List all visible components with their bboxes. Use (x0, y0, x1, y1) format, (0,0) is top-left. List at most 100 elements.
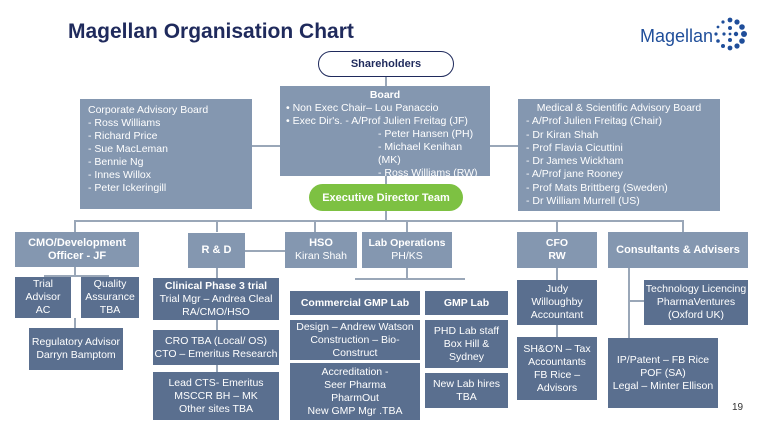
pof-line: POF (SA) (640, 366, 686, 379)
construction-line-2: Construct (332, 346, 378, 359)
lab-ops-title: Lab Operations (368, 237, 446, 249)
medical-board-member: - Dr Kiran Shah (526, 128, 599, 141)
corporate-board-title: Corporate Advisory Board (88, 104, 209, 116)
accountant-first: Judy (545, 283, 569, 295)
cmo-node: CMO/Development Officer - JF (15, 232, 139, 267)
medical-board-member: - Dr William Murrell (US) (526, 195, 640, 208)
cfo-node: CFO RW (517, 232, 597, 268)
magellan-logo-icon (714, 17, 747, 51)
connector-clinical-cro (216, 320, 218, 330)
new-lab-hires-node: New Lab hires TBA (425, 373, 508, 408)
tax-advisors-node: SH&O'N – Tax Accountants FB Rice – Advis… (517, 337, 597, 400)
quality-assurance-node: Quality Assurance TBA (81, 277, 139, 318)
board-line: • Non Exec Chair– Lou Panaccio (286, 102, 439, 114)
phd-lab-line: PHD Lab staff (433, 324, 500, 337)
accreditation-node: Accreditation - Seer Pharma PharmOut New… (290, 363, 420, 420)
hso-node: HSO Kiran Shah (285, 232, 357, 268)
connector-labops-sub (406, 268, 408, 279)
connector-drop-labops (406, 220, 408, 232)
board-line: - Peter Hansen (PH) (378, 128, 474, 140)
clinical-roles: RA/CMO/HSO (182, 305, 250, 318)
consultants-node: Consultants & Advisers (608, 232, 748, 268)
clinical-manager: Trial Mgr – Andrea Cleal (159, 292, 273, 305)
rd-node: R & D (188, 233, 245, 268)
box-hill-line: Box Hill & (443, 337, 490, 350)
regulatory-advisor-node: Regulatory Advisor Darryn Bamptom (29, 328, 123, 370)
medical-scientific-board: Medical & Scientific Advisory Board - A/… (518, 99, 720, 211)
trial-advisor-person: AC (35, 304, 51, 316)
fb-rice-line: FB Rice – (533, 368, 581, 381)
commercial-gmp-title-node: Commercial GMP Lab (290, 291, 420, 315)
oxford-line: (Oxford UK) (667, 309, 724, 321)
connector-consultants-tech (628, 300, 644, 302)
accountant-role: Accountant (530, 309, 584, 321)
page-title: Magellan Organisation Chart (68, 20, 354, 43)
gmp-lab-detail-node: PHD Lab staff Box Hill & Sydney (425, 320, 508, 368)
cmo-title: CMO/Development Officer (28, 236, 126, 262)
connector-cmo-reg (74, 318, 76, 328)
medical-board-member: - Dr James Wickham (526, 155, 624, 168)
cro-line: CRO TBA (Local/ OS) (165, 334, 267, 347)
accountant-last: Willoughby (531, 296, 583, 308)
lead-cts-line: Lead CTS- Emeritus (168, 376, 264, 389)
corporate-board-member: - Innes Willox (88, 169, 152, 181)
accountant-node: Judy Willoughby Accountant (517, 280, 597, 325)
lab-ops-sub: PH/KS (391, 250, 423, 262)
tech-licencing-node: Technology Licencing PharmaVentures (Oxf… (644, 280, 748, 325)
other-sites-line: Other sites TBA (179, 402, 253, 415)
cto-line: CTO – Emeritus Research (154, 347, 278, 360)
advisors-line: Advisors (536, 381, 578, 394)
commercial-gmp-detail-node: Design – Andrew Watson Construction – Bi… (290, 320, 420, 360)
medical-board-member: - Prof Mats Brittberg (Sweden) (526, 181, 668, 194)
cro-node: CRO TBA (Local/ OS) CTO – Emeritus Resea… (153, 330, 279, 365)
connector-drop-consultants (682, 220, 684, 232)
gmp-lab-title-node: GMP Lab (425, 291, 508, 315)
new-lab-line: New Lab hires (432, 377, 501, 390)
quality-assurance-label: Quality Assurance (85, 278, 135, 303)
board-line: • Exec Dir's. - A/Prof Julien Freitag (J… (286, 115, 468, 127)
connector-main-bus (74, 220, 684, 222)
legal-line: Legal – Minter Ellison (612, 379, 714, 392)
connector-cro-lead (216, 365, 218, 372)
connector-rd-hso (245, 250, 285, 252)
seer-pharma-line: Seer Pharma (324, 378, 386, 391)
regulatory-label: Regulatory Advisor (31, 336, 121, 348)
connector-drop-cmo (74, 220, 76, 232)
pharmaventures-line: PharmaVentures (656, 296, 736, 308)
connector-shareholders-board (385, 77, 387, 86)
msccr-line: MSCCR BH – MK (174, 389, 258, 402)
new-gmp-mgr-line: New GMP Mgr .TBA (307, 404, 403, 417)
trial-advisor-label: Trial Advisor (25, 278, 61, 303)
tax-line: SH&O'N – Tax (523, 342, 591, 355)
tech-licencing-line: Technology Licencing (645, 283, 747, 295)
tax-accountants-line: Accountants (528, 355, 586, 368)
shareholders-node: Shareholders (318, 51, 454, 77)
corporate-board-member: - Richard Price (88, 130, 158, 142)
regulatory-person: Darryn Bamptom (36, 349, 116, 361)
hso-title: HSO (309, 237, 333, 249)
clinical-trial-node: Clinical Phase 3 trial Trial Mgr – Andre… (153, 278, 279, 320)
connector-cfo-sub (556, 268, 558, 280)
board-title: Board (369, 89, 401, 101)
connector-cfo-tax (556, 325, 558, 337)
logo-text: Magellan (640, 26, 714, 46)
medical-board-member: - A/Prof jane Rooney (526, 168, 623, 181)
connector-edt-bus (385, 211, 387, 221)
board-node: Board • Non Exec Chair– Lou Panaccio • E… (280, 86, 490, 179)
corporate-board-member: - Bennie Ng (88, 156, 144, 168)
lead-cts-node: Lead CTS- Emeritus MSCCR BH – MK Other s… (153, 372, 279, 420)
trial-advisor-node: Trial Advisor AC (15, 277, 71, 318)
medical-board-member: - Prof Flavia Cicuttini (526, 141, 623, 154)
cfo-sub: RW (548, 250, 566, 262)
pharmout-line: PharmOut (331, 391, 379, 404)
connector-cmo-bus (44, 275, 109, 277)
ip-legal-node: IP/Patent – FB Rice POF (SA) Legal – Min… (608, 338, 718, 408)
connector-rd-clinical (216, 268, 218, 278)
executive-director-team: Executive Director Team (309, 184, 463, 211)
connector-drop-rd (216, 220, 218, 232)
connector-medical-board (490, 145, 518, 147)
cmo-suffix: - JF (83, 249, 107, 262)
corporate-board-member: - Ross Williams (88, 117, 161, 129)
sydney-line: Sydney (448, 350, 485, 363)
connector-consultants-down (628, 268, 630, 338)
